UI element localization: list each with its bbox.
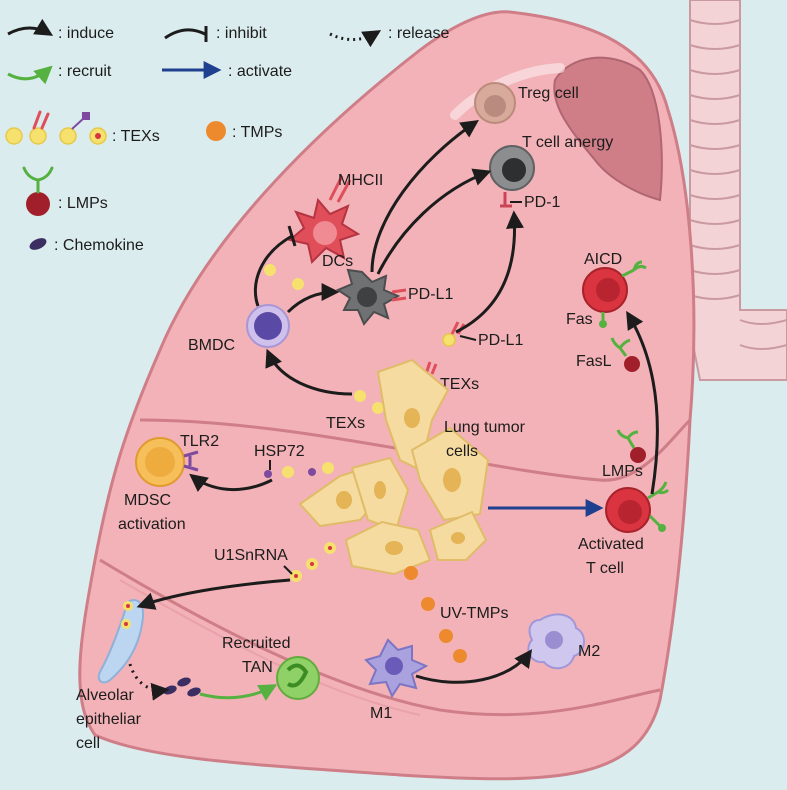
recruited-label-2: TAN xyxy=(242,659,273,676)
legend: : induce : inhibit : release : recruit :… xyxy=(5,18,449,254)
arrows xyxy=(128,119,659,701)
lung-tumor-label-2: cells xyxy=(446,443,478,460)
m1-to-m2-arrow xyxy=(415,649,533,684)
induce-arrow-icon xyxy=(7,18,54,36)
legend-tmps: : TMPs xyxy=(232,124,282,141)
u1snrna-to-alveolar-arrow xyxy=(136,578,291,610)
m2-label: M2 xyxy=(578,643,600,660)
alveolar-label-1: Alveolar xyxy=(76,687,134,704)
alveolar-label-2: epitheliar xyxy=(76,711,142,728)
pdl1-dc-label: PD-L1 xyxy=(408,286,453,303)
fas-label: Fas xyxy=(566,311,593,328)
texs-upper-label: TEXs xyxy=(440,376,479,393)
bmdc-to-dc-arrow xyxy=(286,283,340,314)
hsp72-tex xyxy=(264,460,334,478)
lmp-small xyxy=(616,429,646,463)
tex-to-bmdc-arrow xyxy=(265,348,353,396)
dendritic-cell xyxy=(335,268,407,326)
mhcii-label: MHCII xyxy=(338,172,383,189)
mdsc-label-1: MDSC xyxy=(124,492,171,509)
anergy-label: T cell anergy xyxy=(522,134,613,151)
chemokine-icon xyxy=(29,238,47,250)
tmp-icon xyxy=(206,121,226,141)
inhibit-arrow-icon xyxy=(164,28,206,40)
m1-macrophage xyxy=(364,638,429,699)
mdsc-cell xyxy=(135,437,199,487)
pd1-label: PD-1 xyxy=(524,194,561,211)
lung-tumor-cells xyxy=(298,358,490,576)
activated-t-cell xyxy=(605,481,670,533)
uv-tmps-label: UV-TMPs xyxy=(440,605,508,622)
hsp72-to-mdsc-arrow xyxy=(189,473,273,492)
tmp-cluster xyxy=(404,566,467,663)
lmps-label: LMPs xyxy=(602,463,643,480)
fasl-label: FasL xyxy=(576,353,612,370)
treg-label: Treg cell xyxy=(518,85,579,102)
bmdc-label: BMDC xyxy=(188,337,235,354)
tcell-to-aicd-arrow xyxy=(626,310,659,495)
activated-label-2: T cell xyxy=(586,560,624,577)
tlr2-label: TLR2 xyxy=(180,433,219,450)
legend-recruit: : recruit xyxy=(58,63,112,80)
dcs-label: DCs xyxy=(322,253,353,270)
pdl1-to-pd1-arrow xyxy=(455,210,524,334)
aicd-label: AICD xyxy=(584,251,622,268)
tan-cell xyxy=(276,656,320,700)
mhcii-dendritic-cell xyxy=(287,175,361,264)
dc-to-anergy-arrow xyxy=(376,168,492,275)
treg-cell xyxy=(474,82,516,124)
recruited-label-1: Recruited xyxy=(222,635,290,652)
legend-chemokine: : Chemokine xyxy=(54,237,144,254)
pdl1-tex-label: PD-L1 xyxy=(478,332,523,349)
bmdc-inhibit-dc-arrow xyxy=(253,234,293,307)
chemokine-recruit-tan-arrow xyxy=(199,684,278,701)
u1snrna-label: U1SnRNA xyxy=(214,547,288,564)
legend-texs: : TEXs xyxy=(112,128,160,145)
legend-induce: : induce xyxy=(58,25,114,42)
trachea xyxy=(689,0,787,381)
lung-tumor-label-1: Lung tumor xyxy=(444,419,526,436)
tex-icon xyxy=(5,110,107,145)
mdsc-label-2: activation xyxy=(118,516,186,533)
recruit-arrow-icon xyxy=(7,65,53,85)
alveolar-label-3: cell xyxy=(76,735,100,752)
m2-macrophage xyxy=(527,613,585,670)
bmdc-cell xyxy=(246,304,290,348)
anergic-t-cell xyxy=(489,145,535,208)
legend-activate: : activate xyxy=(228,63,292,80)
release-arrow-icon xyxy=(329,30,382,48)
legend-inhibit: : inhibit xyxy=(216,25,267,42)
texs-lower-label: TEXs xyxy=(326,415,365,432)
legend-release: : release xyxy=(388,25,449,42)
aicd-t-cell xyxy=(582,260,647,328)
alveolar-epithelial-cell xyxy=(97,599,144,684)
u1snrna-tex xyxy=(283,542,336,582)
activated-label-1: Activated xyxy=(578,536,644,553)
m1-label: M1 xyxy=(370,705,392,722)
hsp72-label: HSP72 xyxy=(254,443,305,460)
lmp-icon xyxy=(22,166,54,216)
dc-to-treg-arrow xyxy=(370,119,479,273)
fasl-lmp xyxy=(610,337,640,372)
legend-lmps: : LMPs xyxy=(58,195,108,212)
